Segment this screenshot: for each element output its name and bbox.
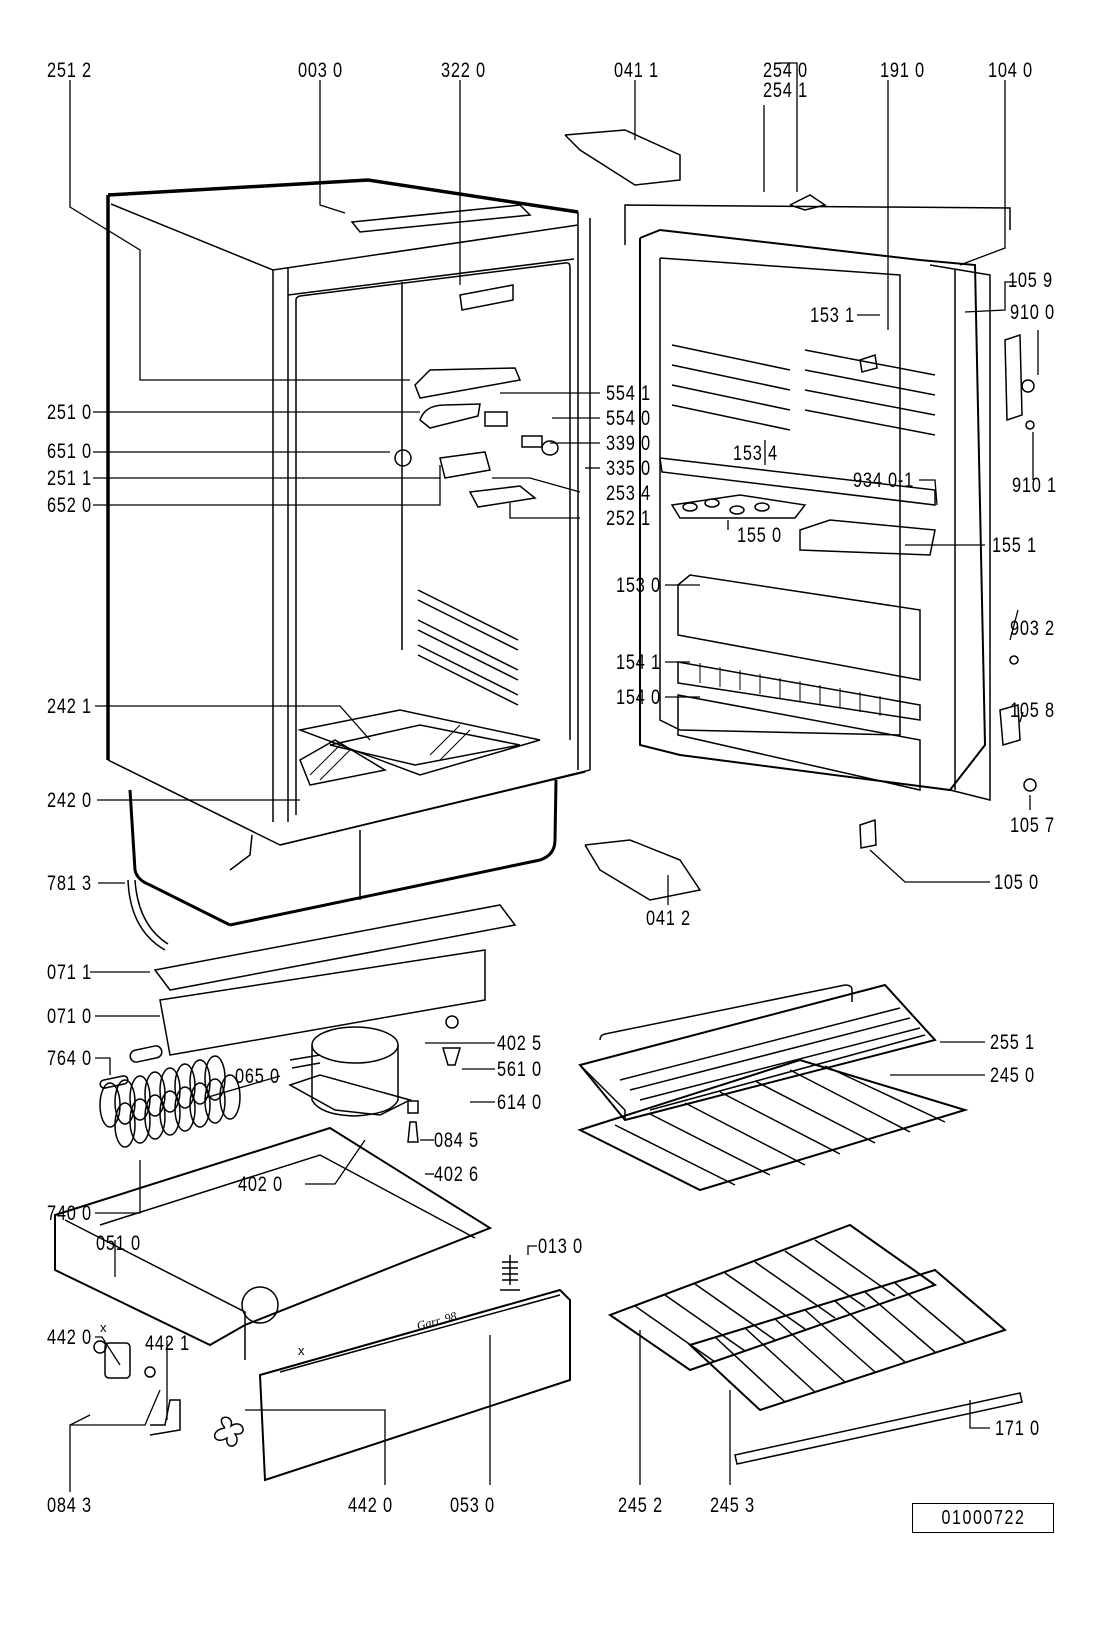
- part-label: 652 0: [47, 494, 92, 517]
- part-label: 242 1: [47, 695, 92, 718]
- part-label: 171 0: [995, 1417, 1040, 1440]
- part-label: 041 2: [646, 907, 691, 930]
- part-label: 084 3: [47, 1494, 92, 1517]
- part-label: 740 0: [47, 1202, 92, 1225]
- part-label: 245 3: [710, 1494, 755, 1517]
- part-label: 155 0: [737, 524, 782, 547]
- part-label: 053 0: [450, 1494, 495, 1517]
- part-label: 251 0: [47, 401, 92, 424]
- part-label: 013 0: [538, 1235, 583, 1258]
- part-label: 084 5: [434, 1129, 479, 1152]
- part-label: 071 1: [47, 961, 92, 984]
- part-label: 242 0: [47, 789, 92, 812]
- part-label: 003 0: [298, 59, 343, 82]
- door-assembly: [564, 129, 1037, 901]
- part-label: 561 0: [497, 1058, 542, 1081]
- part-label: 041 1: [614, 59, 659, 82]
- part-label: 339 0: [606, 432, 651, 455]
- part-label: 105 0: [994, 871, 1039, 894]
- leader-lines: [69, 62, 1039, 1492]
- part-label: 442 0: [47, 1326, 92, 1349]
- part-label: 155 1: [992, 534, 1037, 557]
- part-label: 614 0: [497, 1091, 542, 1114]
- part-label: 910 0: [1010, 301, 1055, 324]
- part-label: 442 0: [348, 1494, 393, 1517]
- part-label: 903 2: [1010, 617, 1055, 640]
- part-label: 065 0: [235, 1065, 280, 1088]
- part-label: 442 1: [145, 1332, 190, 1355]
- part-label: 934 0-1: [853, 469, 915, 492]
- part-label: 105 7: [1010, 814, 1055, 837]
- part-label: 335 0: [606, 457, 651, 480]
- part-label: 251 2: [47, 59, 92, 82]
- part-label: 402 6: [434, 1163, 479, 1186]
- part-label: 254 1: [763, 79, 808, 102]
- part-label: 781 3: [47, 872, 92, 895]
- part-label: 105 9: [1008, 269, 1053, 292]
- part-label: 322 0: [441, 59, 486, 82]
- part-label: 051 0: [96, 1232, 141, 1255]
- part-label: 153 4: [733, 442, 778, 465]
- part-label: 245 0: [990, 1064, 1035, 1087]
- part-label: 402 5: [497, 1032, 542, 1055]
- assembly-marker-x: x: [298, 1343, 305, 1358]
- part-label: 651 0: [47, 440, 92, 463]
- part-label: 154 0: [616, 686, 661, 709]
- part-label: 910 1: [1012, 474, 1057, 497]
- part-label: 245 2: [618, 1494, 663, 1517]
- cabinet-body: [106, 178, 591, 927]
- compressor: [288, 1026, 413, 1117]
- part-label: 554 1: [606, 382, 651, 405]
- part-label: 554 0: [606, 407, 651, 430]
- reference-number-box: 01000722: [912, 1503, 1054, 1533]
- part-label: 104 0: [988, 59, 1033, 82]
- part-label: 252 1: [606, 507, 651, 530]
- part-label: 402 0: [238, 1173, 283, 1196]
- part-label: 255 1: [990, 1031, 1035, 1054]
- part-label: 254 0: [763, 59, 808, 82]
- part-label: 764 0: [47, 1047, 92, 1070]
- part-label: 191 0: [880, 59, 925, 82]
- part-label: 105 8: [1010, 699, 1055, 722]
- part-label: 153 0: [616, 574, 661, 597]
- lower-parts: [54, 879, 571, 1482]
- part-label: 251 1: [47, 467, 92, 490]
- assembly-marker-x: x: [100, 1320, 107, 1335]
- part-label: 253 4: [606, 482, 651, 505]
- part-label: 153 1: [810, 304, 855, 327]
- part-label: 071 0: [47, 1005, 92, 1028]
- shelves: [577, 983, 1023, 1465]
- reference-number: 01000722: [940, 1506, 1025, 1529]
- condenser-coil: [99, 1055, 241, 1148]
- part-label: 154 1: [616, 651, 661, 674]
- base-tray: [54, 1126, 493, 1360]
